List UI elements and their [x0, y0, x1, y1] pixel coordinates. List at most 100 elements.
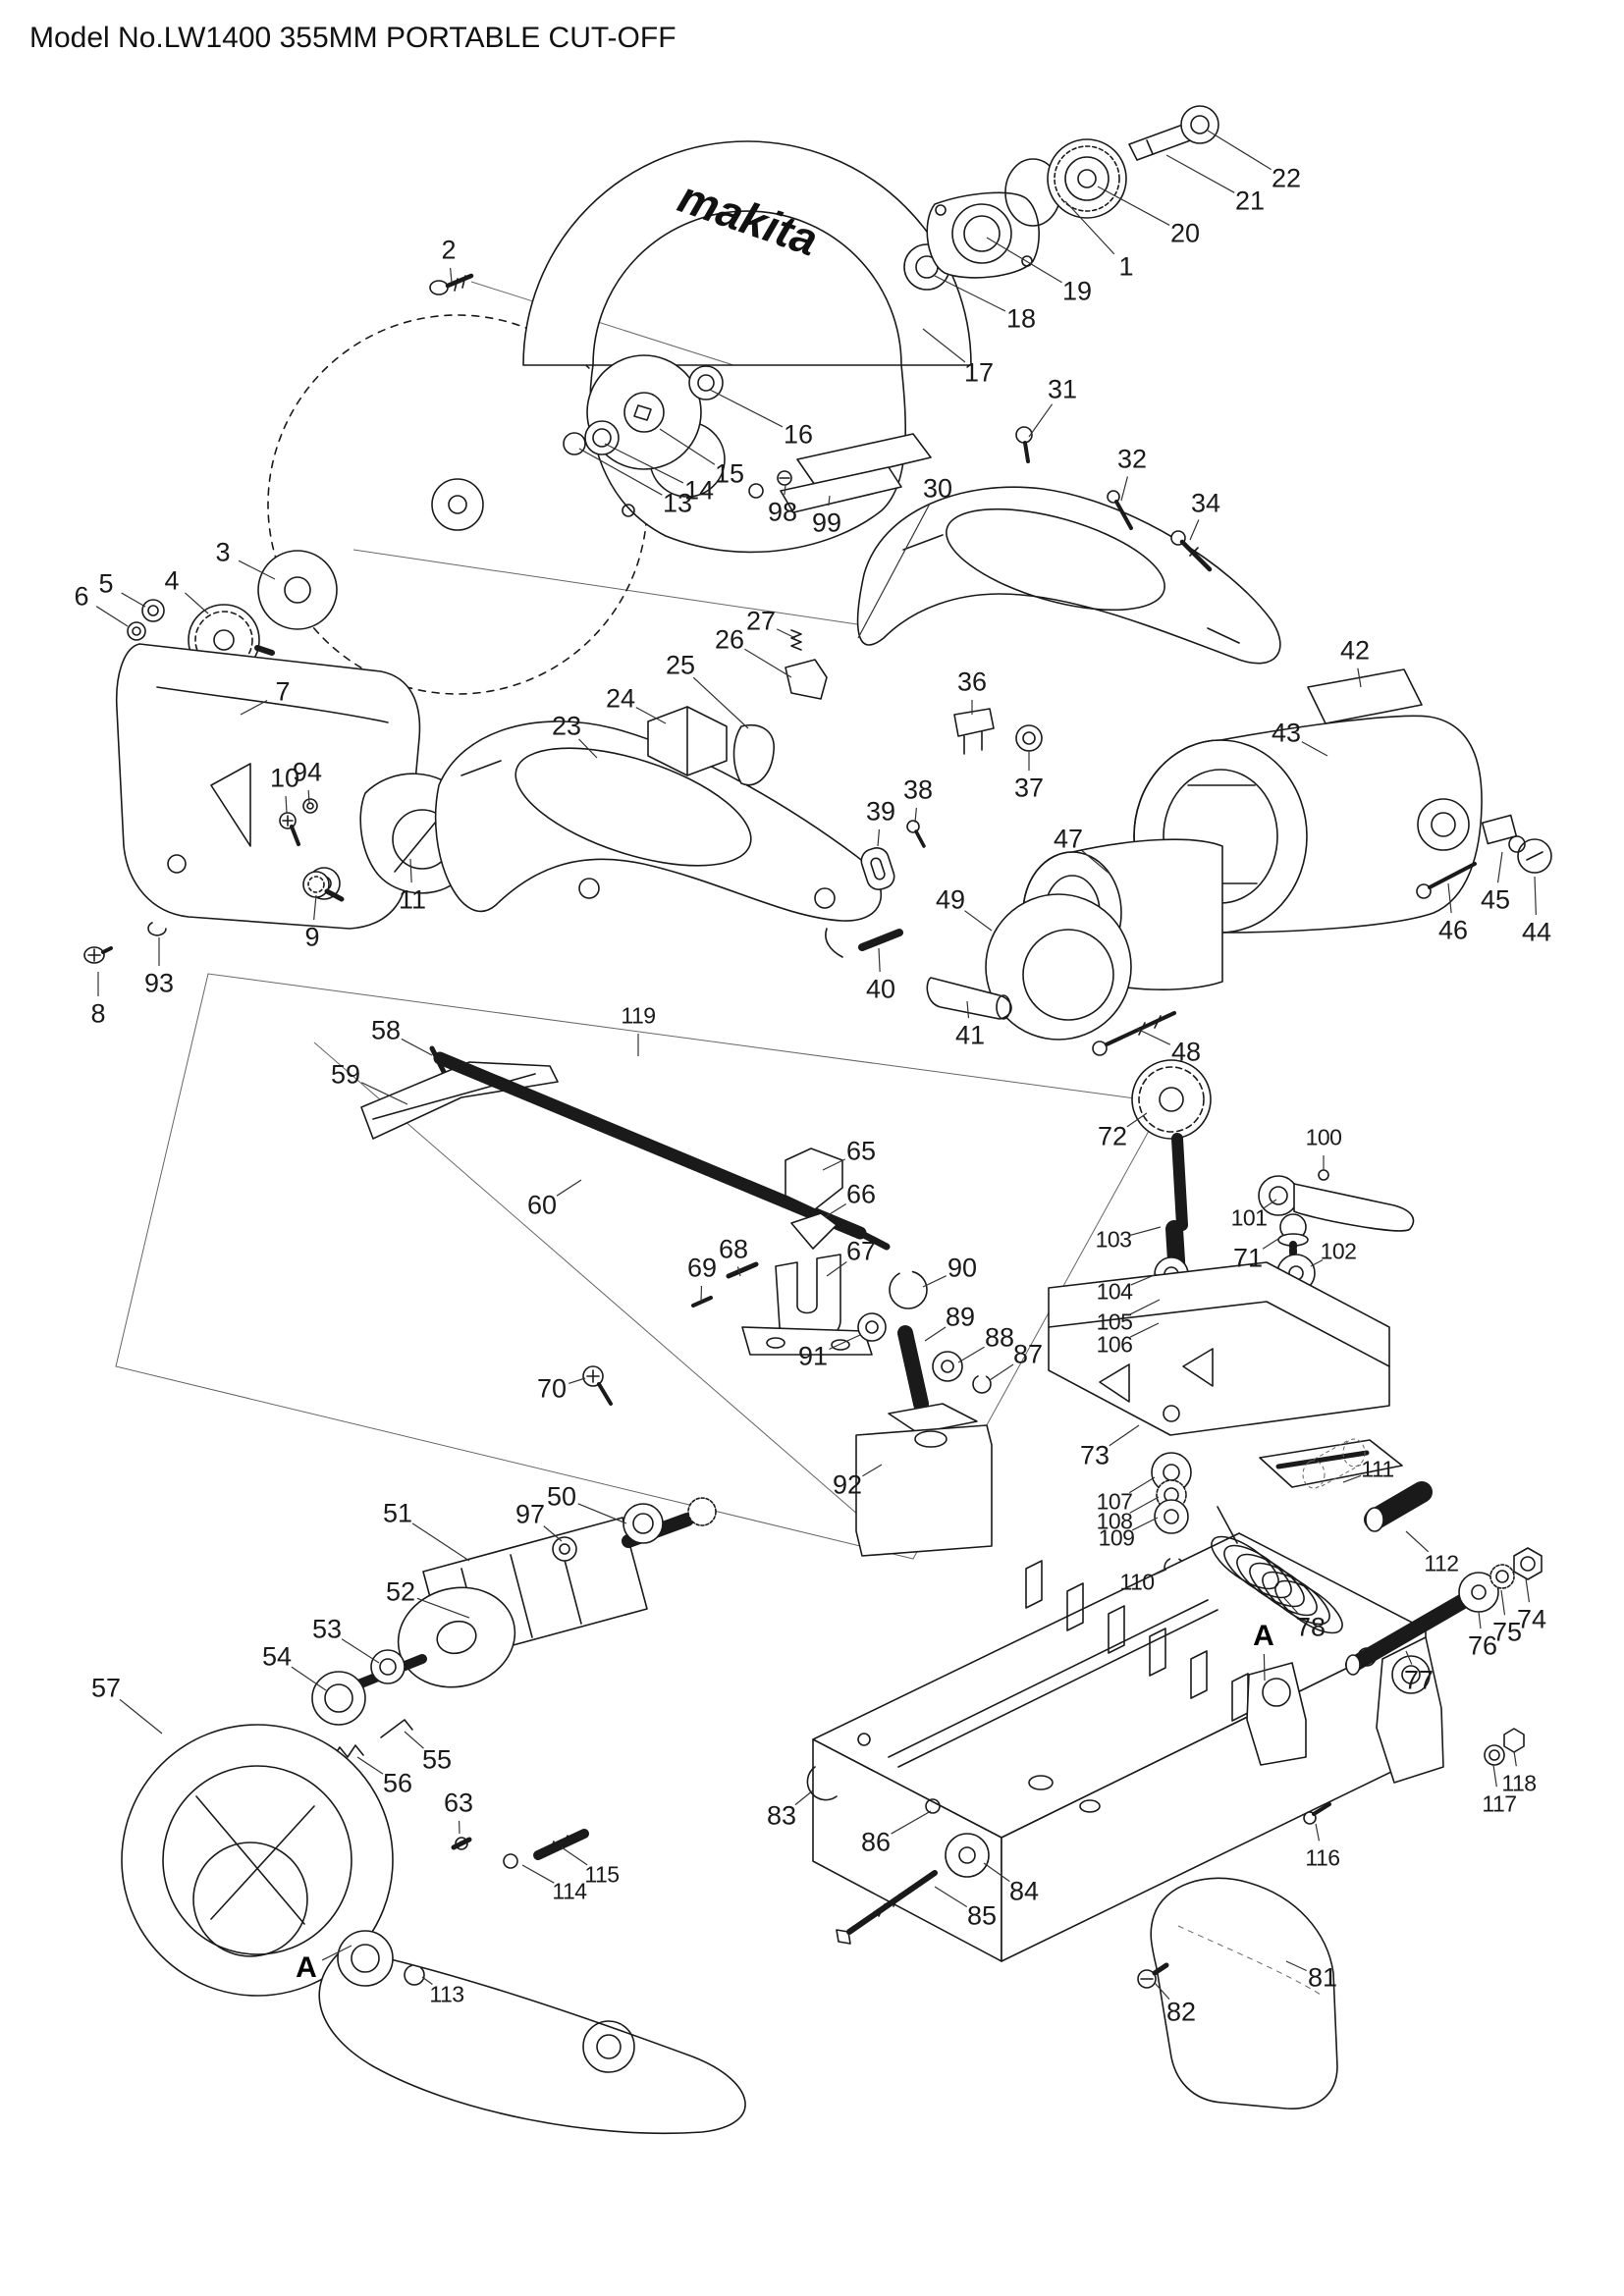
part-label-87: 87 [1012, 1339, 1044, 1369]
leader-line [321, 1945, 352, 1961]
part-label-16: 16 [783, 419, 814, 450]
part-label-101: 101 [1230, 1204, 1268, 1231]
leader-line [635, 707, 667, 724]
part-label-115: 115 [584, 1861, 620, 1888]
leader-line [1129, 1476, 1156, 1494]
leader-line [421, 1976, 433, 1985]
leader-line [1478, 1611, 1482, 1629]
leader-line [1207, 130, 1272, 171]
leader-line [964, 910, 993, 932]
leader-line [401, 1038, 433, 1056]
leader-line [877, 828, 881, 847]
part-label-83: 83 [766, 1800, 797, 1831]
part-label-66: 66 [845, 1179, 877, 1209]
part-label-34: 34 [1190, 488, 1221, 518]
part-label-106: 106 [1096, 1331, 1133, 1358]
part-label-88: 88 [984, 1322, 1015, 1353]
part-label-117: 117 [1482, 1790, 1517, 1817]
part-label-110: 110 [1119, 1569, 1155, 1595]
part-label-17: 17 [963, 357, 995, 388]
leader-line [185, 592, 209, 614]
part-label-75: 75 [1491, 1617, 1523, 1647]
part-label-30: 30 [922, 473, 953, 504]
part-label-22: 22 [1271, 163, 1302, 193]
leader-line [692, 676, 749, 729]
page-title: Model No.LW1400 355MM PORTABLE CUT-OFF [29, 22, 677, 54]
part-label-1: 1 [1118, 251, 1134, 282]
part-label-111: 111 [1361, 1456, 1394, 1482]
part-label-6: 6 [74, 581, 89, 612]
leader-line [1310, 1258, 1324, 1267]
leader-line [891, 1810, 932, 1835]
leader-line [659, 428, 716, 465]
handle-screws [1015, 426, 1213, 572]
leader-line [1129, 1496, 1160, 1514]
leader-line [1500, 1589, 1506, 1616]
leader-line [1342, 1474, 1362, 1483]
leader-line [986, 237, 1062, 284]
leader-line [1283, 1597, 1300, 1616]
motor-cover [1137, 1877, 1338, 2109]
leader-line [416, 1597, 470, 1619]
part-label-43: 43 [1271, 718, 1302, 748]
part-label-56: 56 [382, 1768, 413, 1798]
small-screws-left [83, 798, 345, 964]
leader-line [307, 789, 310, 804]
leader-line [1126, 1112, 1148, 1128]
part-label-77: 77 [1403, 1665, 1435, 1695]
leader-line [1496, 851, 1503, 883]
leader-line [1081, 850, 1110, 875]
safety-guide [777, 433, 932, 513]
part-label-53: 53 [311, 1614, 343, 1644]
leader-line [238, 560, 276, 580]
leader-line [1357, 667, 1362, 688]
part-label-7: 7 [275, 676, 291, 707]
part-label-19: 19 [1061, 276, 1093, 306]
part-label-81: 81 [1307, 1962, 1338, 1993]
part-label-67: 67 [845, 1236, 877, 1266]
screw-2 [429, 273, 474, 295]
leader-line [285, 795, 288, 814]
part-label-102: 102 [1320, 1238, 1357, 1264]
part-label-59: 59 [330, 1059, 361, 1090]
vise-assembly [360, 1045, 993, 1557]
part-label-104: 104 [1096, 1278, 1133, 1305]
part-label-103: 103 [1095, 1226, 1132, 1253]
leader-line [543, 1525, 563, 1542]
arbor-parts [563, 354, 724, 470]
leader-line [1285, 1960, 1307, 1972]
base-front-hardware [806, 1766, 990, 1945]
part-label-36: 36 [956, 667, 988, 697]
electrical-small-parts [860, 708, 1043, 890]
leader-line [578, 738, 598, 759]
leader-line [556, 1179, 582, 1197]
part-label-112: 112 [1424, 1550, 1459, 1576]
ghost-sleeve [1302, 1438, 1366, 1489]
switch-parts [647, 629, 828, 786]
part-label-54: 54 [261, 1641, 293, 1672]
part-label-55: 55 [421, 1744, 453, 1775]
section-marker-A-0: A [296, 1951, 317, 1984]
leader-line [1513, 1750, 1517, 1767]
part-label-14: 14 [683, 475, 715, 506]
part-label-72: 72 [1097, 1121, 1128, 1151]
leader-line [1263, 1199, 1277, 1209]
leader-line [1131, 1517, 1159, 1531]
leader-line [411, 1522, 470, 1562]
part-label-116: 116 [1305, 1844, 1340, 1871]
part-label-44: 44 [1521, 917, 1552, 947]
leader-line [878, 947, 881, 973]
part-label-3: 3 [215, 537, 231, 567]
leader-line [1120, 476, 1129, 502]
part-label-57: 57 [90, 1673, 122, 1703]
leader-line [1136, 1028, 1171, 1045]
part-label-31: 31 [1047, 374, 1078, 404]
leader-line [966, 1000, 970, 1019]
leader-line [822, 1158, 846, 1171]
part-label-100: 100 [1305, 1124, 1342, 1150]
leader-line [1097, 186, 1170, 226]
leader-line [356, 1756, 384, 1775]
leader-line [1129, 1299, 1161, 1315]
part-label-46: 46 [1437, 915, 1469, 945]
